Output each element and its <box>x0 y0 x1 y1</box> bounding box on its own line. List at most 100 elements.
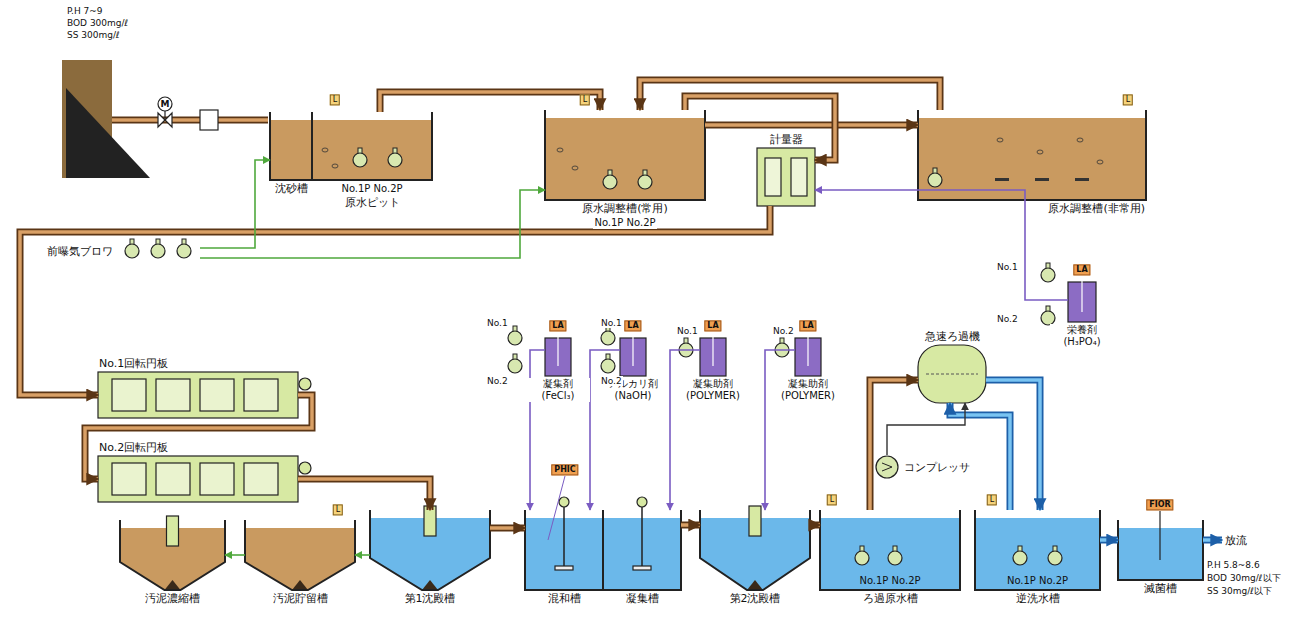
note-label: SS 30mg/ℓ以下 <box>1206 586 1273 596</box>
meter-weir <box>765 158 781 196</box>
pipe-line <box>815 190 1068 300</box>
pipe-connector <box>200 160 270 248</box>
tank-wall <box>975 510 1100 590</box>
tank-node: 凝集助剤 (POLYMER) <box>700 338 726 376</box>
pipe-connector <box>355 555 370 556</box>
tank-label: 混和槽 <box>547 592 582 605</box>
pump-symbol <box>603 175 617 189</box>
tank-node: No.1P No.2P原水ピット <box>312 112 432 180</box>
tank-node: 凝集剤 (FeCl₃) <box>545 338 571 376</box>
tank-node: 放流 <box>1222 533 1250 548</box>
pipe-outline <box>20 206 770 395</box>
instrument-tag: LA <box>704 320 721 331</box>
pipe-line <box>200 190 545 258</box>
tank-node: No.1P No.2Pろ過原水槽 <box>820 510 960 590</box>
tank-label: No.1P No.2P <box>1006 574 1069 587</box>
tank-node: 第2沈殿槽 <box>700 510 810 590</box>
note-label: No.1 <box>996 262 1019 272</box>
pump-symbol <box>151 244 165 258</box>
compressor-symbol <box>876 456 898 478</box>
plant-art <box>98 110 1203 590</box>
tank-node: コンプレッサ <box>875 455 899 479</box>
air-bubble <box>1077 138 1083 142</box>
pump-symbol <box>177 244 191 258</box>
filter-bed <box>926 374 978 375</box>
tank-node: 第1沈殿槽 <box>370 510 490 590</box>
tank-label: 第1沈殿槽 <box>404 592 457 605</box>
disc-pack <box>200 379 234 411</box>
pipe-outline <box>705 122 918 129</box>
motor-symbol <box>158 97 172 111</box>
note-label: No.1 <box>486 318 509 328</box>
tank-label: No.1P No.2P <box>858 574 921 587</box>
tank-label: 前曝気ブロワ <box>46 245 114 258</box>
tank-wall <box>820 510 960 590</box>
pipe-connector <box>870 380 918 510</box>
agitator <box>807 333 808 366</box>
disc-pack <box>244 379 278 411</box>
pump-symbol <box>125 244 139 258</box>
tank-label: No.1回転円板 <box>98 357 169 370</box>
pump-symbol <box>638 175 652 189</box>
pipe-line <box>1203 538 1222 542</box>
pump-symbol <box>508 331 522 345</box>
pipe-line <box>20 206 770 395</box>
pipe-connector <box>887 403 965 455</box>
tank-node: 凝集助剤 (POLYMER) <box>795 338 821 376</box>
pipe-connector <box>1203 540 1222 541</box>
disc-motor <box>299 378 311 390</box>
tank-label: 汚泥貯留槽 <box>272 592 329 605</box>
pipe-outline <box>380 92 600 112</box>
pump-symbol <box>928 173 942 187</box>
tank-node: 汚泥貯留槽 <box>245 520 355 590</box>
air-bubble <box>572 166 578 170</box>
note-label: No.2 <box>486 376 509 386</box>
pipe-outline <box>1100 537 1118 544</box>
pipe-outline <box>1203 537 1222 544</box>
pipe-line <box>380 92 600 112</box>
disc-pack <box>156 379 190 411</box>
instrument-tag: LA <box>549 320 566 331</box>
meter-box <box>757 148 815 206</box>
tank-node: 滅菌槽 <box>1118 520 1203 580</box>
pipe-outline <box>681 522 700 529</box>
note-label: BOD 300mg/ℓ <box>66 18 129 28</box>
tank-label: 栄養剤 (H₃PO₄) <box>1050 324 1114 348</box>
pump-symbol <box>508 359 522 373</box>
pipe-connector <box>590 350 620 510</box>
pipe-line <box>530 350 545 510</box>
level-indicator: L <box>987 494 997 505</box>
air-bubble <box>1097 160 1103 164</box>
pump-symbol <box>388 153 402 167</box>
note-label: No.2 <box>600 376 623 386</box>
pump-symbol <box>1041 311 1055 325</box>
disc-tank <box>98 456 298 502</box>
tank-node: 沈砂槽 <box>270 112 312 180</box>
tank-wall <box>245 520 355 590</box>
mixer-blade <box>633 566 651 570</box>
pipe-line <box>200 160 270 248</box>
pump-symbol <box>1048 551 1062 565</box>
center-well <box>749 506 761 536</box>
tank-water <box>820 518 960 590</box>
air-bubble <box>1037 150 1043 154</box>
pipe-connector <box>530 350 545 510</box>
tank-node: アルカリ剤 (NaOH) <box>620 338 646 376</box>
tank-label: 凝集助剤 (POLYMER) <box>681 378 745 402</box>
diffuser <box>995 178 1009 181</box>
center-well <box>167 516 179 546</box>
tank-water <box>918 118 1146 200</box>
mixer-shaft <box>641 507 643 568</box>
pump-symbol <box>1013 551 1027 565</box>
pump-symbol <box>855 551 869 565</box>
tank-water <box>545 118 705 200</box>
note-label: No.1 <box>676 326 699 336</box>
sludge <box>292 580 308 590</box>
pipe-connector <box>298 479 430 510</box>
disc-pack <box>200 463 234 495</box>
instrument-tag: LA <box>624 320 641 331</box>
pipe-connector <box>490 528 525 529</box>
